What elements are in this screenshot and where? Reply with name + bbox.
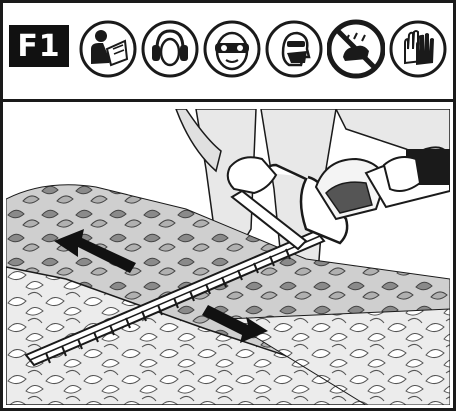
read-manual-icon [79, 19, 137, 79]
eye-protection-icon [203, 19, 261, 79]
figure-label: F1 [9, 25, 69, 67]
hedge-trimmer-illustration [6, 109, 450, 405]
gloves-icon [389, 19, 447, 79]
ear-protection-icon [141, 19, 199, 79]
no-rain-icon [327, 19, 385, 79]
safety-icons-row [79, 19, 447, 83]
figure-header: F1 [3, 3, 453, 102]
dust-mask-icon [265, 19, 323, 79]
